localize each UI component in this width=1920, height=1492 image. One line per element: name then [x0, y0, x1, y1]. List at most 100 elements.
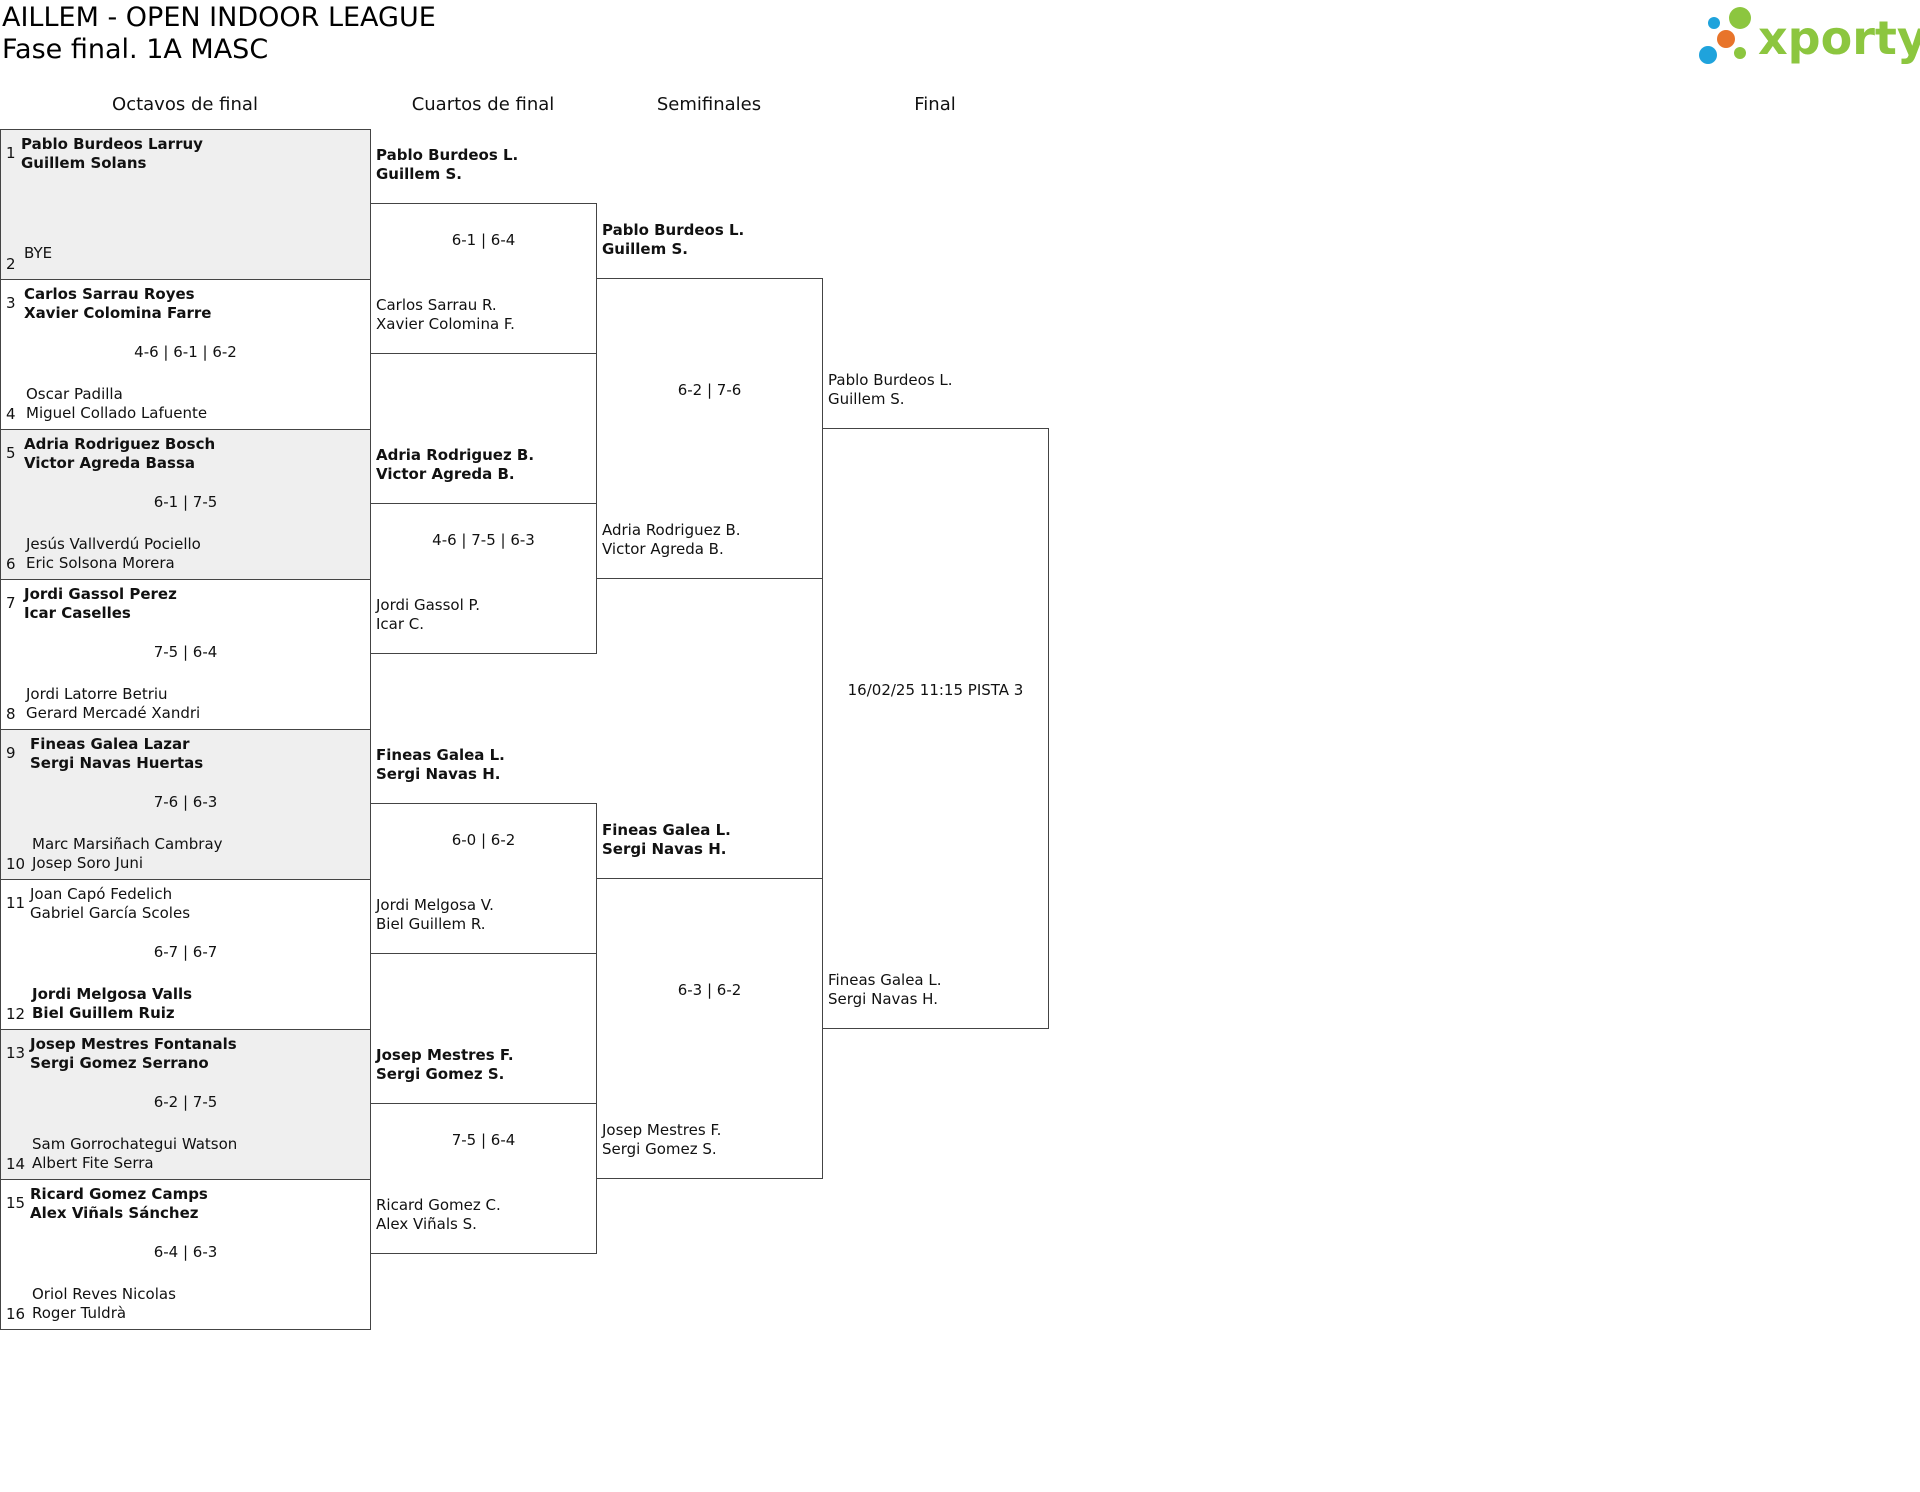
round-header-cuartos: Cuartos de final [411, 94, 555, 115]
player-name: Guillem Solans [21, 154, 147, 172]
team-top: Pablo Burdeos L.Guillem S. [376, 146, 518, 184]
seed-number: 1 [6, 144, 16, 162]
match-score: 7-6 | 6-3 [153, 793, 218, 811]
player-name: Sergi Navas H. [602, 840, 727, 858]
player-name: Biel Guillem R. [376, 915, 486, 933]
match-info: 16/02/25 11:15 PISTA 3 [847, 681, 1024, 699]
player-name: Marc Marsiñach Cambray [32, 835, 223, 853]
player-name: Albert Fite Serra [32, 1154, 154, 1172]
match-score: 7-5 | 6-4 [451, 1131, 516, 1149]
page-subtitle: Fase final. 1A MASC [2, 34, 269, 65]
player-name: Fineas Galea L. [376, 746, 505, 764]
player-name: Alex Viñals Sánchez [30, 1204, 199, 1222]
player-name: Fineas Galea Lazar [30, 735, 190, 753]
player-name: Victor Agreda B. [602, 540, 724, 558]
player-name: Josep Soro Juni [32, 854, 144, 872]
match-score: 4-6 | 6-1 | 6-2 [134, 343, 237, 361]
seed-number: 8 [6, 705, 16, 723]
player-name: Sergi Navas H. [376, 765, 501, 783]
player-name: Guillem S. [602, 240, 688, 258]
player-name: Jesús Vallverdú Pociello [26, 535, 201, 553]
player-name: Xavier Colomina F. [376, 315, 515, 333]
team-bottom: Adria Rodriguez B.Victor Agreda B. [602, 521, 741, 559]
page-title: AILLEM - OPEN INDOOR LEAGUE [2, 2, 436, 33]
player-name: Josep Mestres F. [376, 1046, 514, 1064]
team-bottom: Jordi Melgosa V.Biel Guillem R. [376, 896, 494, 934]
player-name: Gerard Mercadé Xandri [26, 704, 201, 722]
player-name: Adria Rodriguez Bosch [24, 435, 216, 453]
team-bottom: BYE [24, 244, 52, 263]
player-name: Joan Capó Fedelich [30, 885, 173, 903]
match-box-octavos-7 [0, 1029, 371, 1180]
player-name: Josep Mestres Fontanals [30, 1035, 237, 1053]
seed-number: 15 [6, 1194, 26, 1212]
seed-number: 2 [6, 255, 16, 273]
player-name: Carlos Sarrau Royes [24, 285, 195, 303]
player-name: Sergi Gomez S. [376, 1065, 505, 1083]
player-name: Xavier Colomina Farre [24, 304, 212, 322]
round-header-semifinales: Semifinales [656, 94, 762, 115]
seed-number: 11 [6, 894, 26, 912]
player-name: Guillem S. [828, 390, 905, 408]
player-name: Sergi Gomez S. [602, 1140, 717, 1158]
player-name: Alex Viñals S. [376, 1215, 477, 1233]
match-score: 6-1 | 6-4 [451, 231, 516, 249]
player-name: Adria Rodriguez B. [602, 521, 741, 539]
player-name: Adria Rodriguez B. [376, 446, 535, 464]
match-box-octavos-5 [0, 729, 371, 880]
seed-number: 16 [6, 1305, 26, 1323]
match-score: 6-4 | 6-3 [153, 1243, 218, 1261]
player-name: Jordi Melgosa Valls [32, 985, 193, 1003]
player-name: Gabriel García Scoles [30, 904, 191, 922]
player-name: Miguel Collado Lafuente [26, 404, 208, 422]
match-score: 4-6 | 7-5 | 6-3 [432, 531, 535, 549]
player-name: Jordi Gassol Perez [24, 585, 177, 603]
team-top: Josep Mestres F.Sergi Gomez S. [376, 1046, 514, 1084]
player-name: Jordi Latorre Betriu [26, 685, 168, 703]
player-name: Ricard Gomez C. [376, 1196, 501, 1214]
player-name: Pablo Burdeos L. [376, 146, 519, 164]
player-name: Roger Tuldrà [32, 1304, 127, 1322]
team-bottom: Josep Mestres F.Sergi Gomez S. [602, 1121, 721, 1159]
player-name: Sergi Navas Huertas [30, 754, 204, 772]
team-bottom: Fineas Galea L.Sergi Navas H. [828, 971, 942, 1009]
player-name: Sam Gorrochategui Watson [32, 1135, 238, 1153]
seed-number: 3 [6, 294, 16, 312]
player-name: Icar Caselles [24, 604, 131, 622]
seed-number: 4 [6, 405, 16, 423]
player-name: Pablo Burdeos L. [828, 371, 953, 389]
round-header-octavos: Octavos de final [112, 94, 258, 115]
player-name: Fineas Galea L. [602, 821, 731, 839]
seed-number: 10 [6, 855, 26, 873]
player-name: Carlos Sarrau R. [376, 296, 497, 314]
player-name: Josep Mestres F. [602, 1121, 722, 1139]
team-bottom: Carlos Sarrau R.Xavier Colomina F. [376, 296, 515, 334]
player-name: Pablo Burdeos L. [602, 221, 745, 239]
team-top: Adria Rodriguez B.Victor Agreda B. [376, 446, 534, 484]
match-score: 6-2 | 7-6 [677, 381, 742, 399]
seed-number: 6 [6, 555, 16, 573]
player-name: Jordi Melgosa V. [376, 896, 494, 914]
player-name: Oriol Reves Nicolas [32, 1285, 176, 1303]
match-box-final [822, 428, 1049, 1029]
player-name: Sergi Navas H. [828, 990, 938, 1008]
seed-number: 5 [6, 444, 16, 462]
player-name: Fineas Galea L. [828, 971, 942, 989]
match-box-octavos-1 [0, 129, 371, 280]
player-name: Eric Solsona Morera [26, 554, 175, 572]
match-score: 6-1 | 7-5 [153, 493, 218, 511]
seed-number: 12 [6, 1005, 26, 1023]
player-name: Victor Agreda Bassa [24, 454, 196, 472]
